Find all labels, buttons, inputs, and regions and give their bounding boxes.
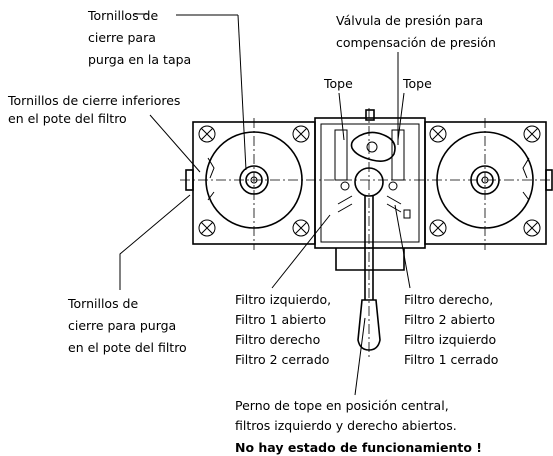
svg-text:Filtro 1 abierto: Filtro 1 abierto <box>235 312 326 327</box>
label-filtro-derecho: Filtro derecho, Filtro 2 abierto Filtro … <box>404 292 498 367</box>
svg-text:Tornillos de: Tornillos de <box>87 8 158 23</box>
svg-text:en el pote del filtro: en el pote del filtro <box>8 111 127 126</box>
svg-text:Tornillos de: Tornillos de <box>67 296 138 311</box>
bolt-icon <box>198 125 310 237</box>
svg-text:Filtro 1 cerrado: Filtro 1 cerrado <box>404 352 498 367</box>
label-valvula: Válvula de presión para compensación de … <box>336 13 496 50</box>
label-tornillos-tapa: Tornillos de cierre para purga en la tap… <box>87 8 191 67</box>
svg-text:Perno de tope en posición cent: Perno de tope en posición central, <box>235 398 449 413</box>
left-filter-housing <box>185 121 316 245</box>
label-perno: Perno de tope en posición central, filtr… <box>235 398 457 433</box>
svg-text:filtros izquierdo y derecho ab: filtros izquierdo y derecho abiertos. <box>235 418 457 433</box>
svg-text:Filtro izquierdo: Filtro izquierdo <box>404 332 496 347</box>
svg-text:Tornillos de cierre inferiores: Tornillos de cierre inferiores <box>7 93 180 108</box>
label-tornillos-inferiores: Tornillos de cierre inferiores en el pot… <box>7 93 180 126</box>
svg-text:Filtro 2 cerrado: Filtro 2 cerrado <box>235 352 329 367</box>
svg-text:en el pote del filtro: en el pote del filtro <box>68 340 187 355</box>
label-filtro-izquierdo: Filtro izquierdo, Filtro 1 abierto Filtr… <box>235 292 331 367</box>
svg-text:Filtro 2 abierto: Filtro 2 abierto <box>404 312 495 327</box>
svg-text:compensación de presión: compensación de presión <box>336 35 496 50</box>
svg-text:cierre para purga: cierre para purga <box>68 318 176 333</box>
svg-text:Filtro izquierdo,: Filtro izquierdo, <box>235 292 331 307</box>
warning-text: No hay estado de funcionamiento ! <box>235 440 482 455</box>
label-tornillos-purga-pote: Tornillos de cierre para purga en el pot… <box>67 296 187 355</box>
svg-text:Filtro derecho: Filtro derecho <box>235 332 320 347</box>
label-tope-right: Tope <box>402 76 432 91</box>
right-filter-housing <box>424 121 553 245</box>
svg-text:Válvula de presión para: Válvula de presión para <box>336 13 483 28</box>
svg-text:purga en la tapa: purga en la tapa <box>88 52 191 67</box>
leader-lines <box>119 13 411 396</box>
label-tope-left: Tope <box>323 76 353 91</box>
svg-text:Filtro derecho,: Filtro derecho, <box>404 292 493 307</box>
svg-text:cierre para: cierre para <box>88 30 156 45</box>
center-lines <box>180 108 553 360</box>
bolt-icon <box>429 125 541 237</box>
